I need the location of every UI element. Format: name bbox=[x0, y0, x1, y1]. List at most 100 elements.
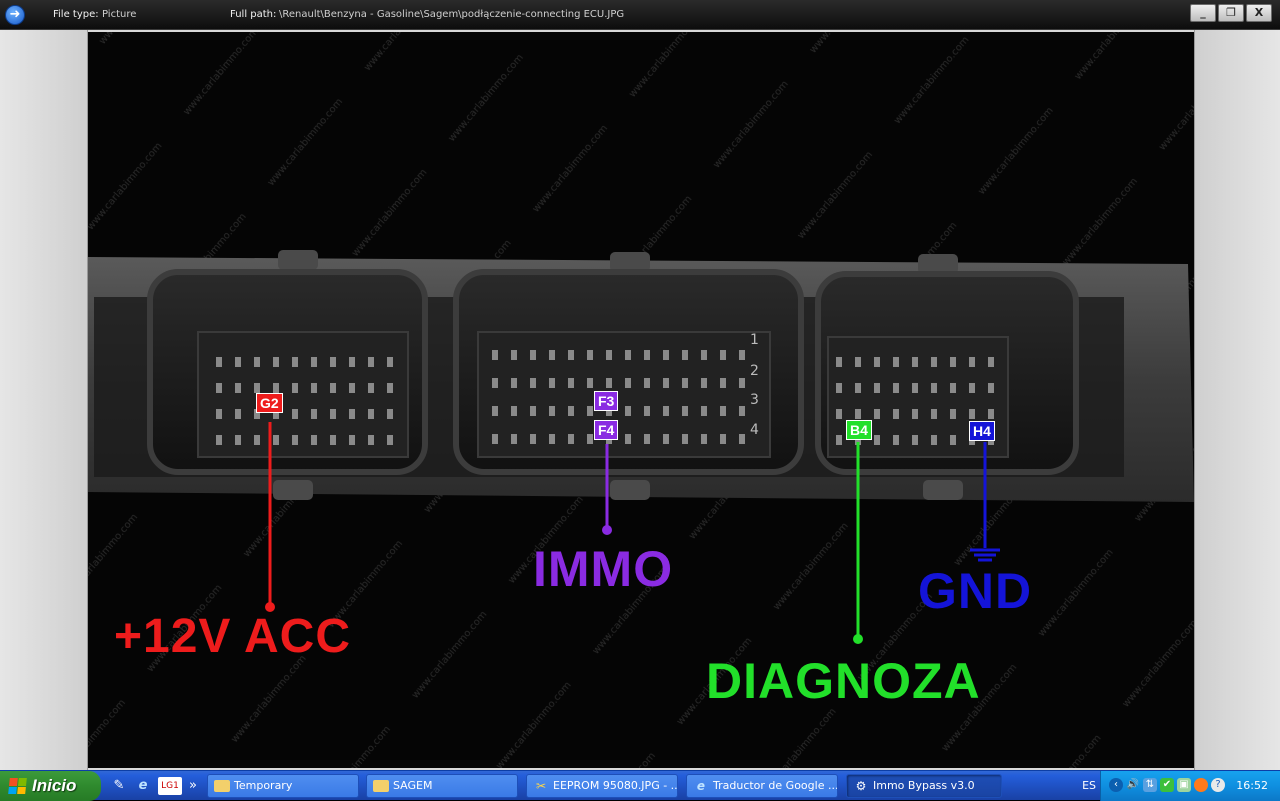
task-immo-bypass[interactable]: ⚙ Immo Bypass v3.0 bbox=[846, 774, 1002, 798]
quick-launch-ie-icon[interactable]: e bbox=[138, 778, 148, 793]
connector-pin bbox=[587, 434, 593, 444]
viewer-title-bar: ➜ File type: Picture Full path: \Renault… bbox=[0, 0, 1280, 30]
connector-pin bbox=[235, 383, 241, 393]
close-button[interactable]: X bbox=[1246, 4, 1272, 22]
image-viewer: www.carlabimmo.com bbox=[0, 30, 1280, 770]
connector-pin bbox=[682, 350, 688, 360]
row-number-1: 1 bbox=[750, 332, 759, 348]
connector-pin bbox=[292, 435, 298, 445]
quick-launch-more-icon[interactable]: » bbox=[189, 778, 197, 793]
connector-pin bbox=[549, 350, 555, 360]
wires bbox=[268, 422, 987, 637]
connector-pin bbox=[311, 409, 317, 419]
device-icon[interactable]: ▣ bbox=[1177, 778, 1191, 792]
orange-app-icon[interactable] bbox=[1194, 778, 1208, 792]
task-eeprom-image[interactable]: ✂ EEPROM 95080.JPG - ... bbox=[526, 774, 678, 798]
task-label: Temporary bbox=[234, 779, 293, 792]
connector-pin bbox=[273, 409, 279, 419]
connector-pin bbox=[893, 357, 899, 367]
start-button[interactable]: Inicio bbox=[0, 771, 101, 801]
diag-label: DIAGNOZA bbox=[706, 653, 981, 709]
connector-pin bbox=[216, 435, 222, 445]
connector-pin bbox=[254, 409, 260, 419]
connector-pin bbox=[836, 357, 842, 367]
task-label: Traductor de Google ... bbox=[713, 779, 838, 792]
connector-pin bbox=[969, 409, 975, 419]
connector-pin bbox=[568, 434, 574, 444]
connector-pin bbox=[492, 378, 498, 388]
minimize-button[interactable]: _ bbox=[1190, 4, 1216, 22]
connector-pin bbox=[625, 350, 631, 360]
connector-pin bbox=[349, 435, 355, 445]
connector-pin bbox=[530, 406, 536, 416]
connector-pin bbox=[931, 357, 937, 367]
connector-pin bbox=[836, 409, 842, 419]
taskbar: Inicio ✎ e LG1 » Temporary SAGEM ✂ EEPRO… bbox=[0, 770, 1280, 801]
connector-pin bbox=[549, 406, 555, 416]
help-icon[interactable]: ? bbox=[1211, 778, 1225, 792]
ecu-photo[interactable]: www.carlabimmo.com bbox=[88, 32, 1194, 768]
connector-pin bbox=[931, 409, 937, 419]
connector-pin bbox=[682, 434, 688, 444]
connector-pin bbox=[874, 435, 880, 445]
volume-icon[interactable]: 🔊 bbox=[1126, 779, 1140, 790]
file-type-label: File type: bbox=[53, 9, 99, 20]
ie-icon: e bbox=[696, 779, 706, 793]
connector-pin bbox=[330, 435, 336, 445]
connector-pin bbox=[587, 350, 593, 360]
connector-pin bbox=[273, 383, 279, 393]
security-shield-icon[interactable]: ✔ bbox=[1160, 778, 1174, 792]
file-type-value: Picture bbox=[102, 9, 137, 20]
connector-pin bbox=[292, 409, 298, 419]
connector-pin bbox=[720, 434, 726, 444]
folder-icon bbox=[373, 780, 389, 792]
connector-pin bbox=[855, 435, 861, 445]
connector-pin bbox=[235, 409, 241, 419]
connector-pin bbox=[720, 406, 726, 416]
connector-pin bbox=[912, 357, 918, 367]
pin-tag-f4: F4 bbox=[594, 420, 619, 440]
restore-button[interactable]: ❐ bbox=[1218, 4, 1244, 22]
connector-pin bbox=[530, 378, 536, 388]
network-icon[interactable]: ⇅ bbox=[1143, 778, 1157, 792]
task-temporary[interactable]: Temporary bbox=[207, 774, 359, 798]
viewer-margin-left bbox=[0, 30, 88, 770]
immo-wire-end bbox=[602, 525, 612, 535]
gear-icon: ⚙ bbox=[855, 779, 867, 793]
viewer-margin-right bbox=[1194, 30, 1280, 770]
connector-pin bbox=[701, 406, 707, 416]
windows-logo-icon bbox=[8, 778, 27, 794]
connector-pin bbox=[311, 357, 317, 367]
connector-pin bbox=[720, 350, 726, 360]
connector-pin bbox=[663, 434, 669, 444]
tray-expand-icon[interactable]: ‹ bbox=[1109, 778, 1123, 792]
connector-pin bbox=[568, 378, 574, 388]
clock: 16:52 bbox=[1236, 779, 1268, 792]
language-indicator[interactable]: ES bbox=[1082, 779, 1096, 792]
connector-pin bbox=[492, 434, 498, 444]
pin-tag-b4: B4 bbox=[846, 420, 872, 440]
connector-pin bbox=[663, 350, 669, 360]
quick-launch-lg-icon[interactable]: LG1 bbox=[158, 777, 182, 795]
connector-pin bbox=[587, 378, 593, 388]
task-google-translate[interactable]: e Traductor de Google ... bbox=[686, 774, 838, 798]
connector-pin bbox=[254, 435, 260, 445]
connector-pin bbox=[530, 350, 536, 360]
diag-wire-end bbox=[853, 634, 863, 644]
quick-launch-pen-icon[interactable]: ✎ bbox=[113, 778, 125, 793]
connector-pin bbox=[311, 435, 317, 445]
connector-pin bbox=[549, 378, 555, 388]
connector-pin bbox=[701, 434, 707, 444]
row-numbers: 1 2 3 4 bbox=[750, 332, 759, 438]
task-label: EEPROM 95080.JPG - ... bbox=[553, 779, 678, 792]
ground-symbol-icon bbox=[970, 548, 1000, 562]
connector-pin bbox=[950, 435, 956, 445]
connector-pin bbox=[663, 406, 669, 416]
connector-pin bbox=[720, 378, 726, 388]
task-sagem[interactable]: SAGEM bbox=[366, 774, 518, 798]
next-arrow-icon[interactable]: ➜ bbox=[5, 5, 25, 25]
row-number-2: 2 bbox=[750, 363, 759, 379]
connector-middle bbox=[453, 269, 804, 475]
connector-pin bbox=[855, 409, 861, 419]
gnd-label: GND bbox=[918, 563, 1033, 619]
